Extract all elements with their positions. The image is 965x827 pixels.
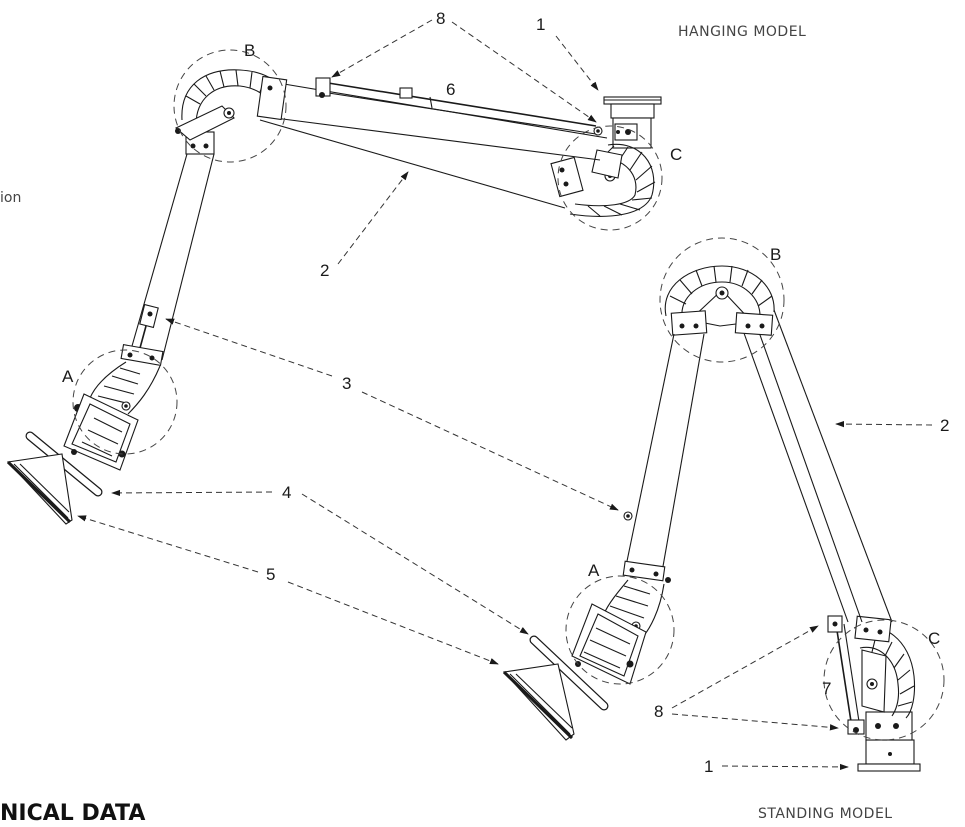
callout-1-top: 1 — [536, 15, 545, 34]
hanging-joint-b — [175, 69, 288, 155]
callout-5: 5 — [266, 565, 275, 584]
standing-floor-plate — [857, 739, 921, 772]
hanging-joint-a-label: A — [62, 367, 74, 386]
callout-8-bottom: 8 — [654, 702, 663, 721]
hanging-upper-arm — [259, 82, 608, 209]
standing-joint-c-label: C — [928, 629, 940, 648]
callout-1-bottom: 1 — [704, 757, 713, 776]
standing-right-arm — [739, 309, 893, 623]
hanging-hood — [6, 393, 139, 525]
standing-joint-b — [664, 265, 775, 336]
standing-left-arm — [623, 333, 705, 573]
hanging-circle-a — [72, 349, 178, 455]
hanging-circle-c — [557, 125, 663, 231]
technical-data-heading: NICAL DATA — [0, 801, 145, 826]
standing-model-label: STANDING MODEL — [758, 806, 893, 822]
hanging-model-label: HANGING MODEL — [678, 24, 806, 40]
callout-3: 3 — [342, 374, 351, 393]
callout-4: 4 — [282, 483, 291, 502]
hanging-model-drawing — [6, 49, 663, 525]
hanging-lower-arm — [127, 153, 215, 361]
hanging-mount-plate — [603, 96, 662, 119]
hanging-gas-spring — [315, 77, 603, 136]
hanging-joint-b-label: B — [244, 41, 255, 60]
callout-leaders — [77, 19, 933, 771]
standing-gas-spring — [827, 615, 865, 735]
standing-joint-c — [853, 615, 916, 741]
callout-2-right: 2 — [940, 416, 949, 435]
standing-model-drawing — [502, 237, 945, 772]
standing-joint-b-label: B — [770, 245, 781, 264]
standing-circle-a — [565, 575, 675, 685]
hanging-joint-c-label: C — [670, 145, 682, 164]
edge-text-fragment: ion — [0, 190, 21, 206]
hanging-joint-c — [550, 117, 656, 217]
callout-6: 6 — [446, 80, 455, 99]
hanging-circle-b — [173, 49, 287, 163]
standing-joint-a-label: A — [588, 561, 600, 580]
standing-circle-c — [823, 619, 945, 741]
callout-8-top: 8 — [436, 9, 445, 28]
hanging-joint-a — [74, 343, 164, 415]
standing-hood — [502, 603, 647, 741]
callout-7: 7 — [822, 679, 831, 698]
standing-circle-b — [659, 237, 785, 363]
callout-2-left: 2 — [320, 261, 329, 280]
